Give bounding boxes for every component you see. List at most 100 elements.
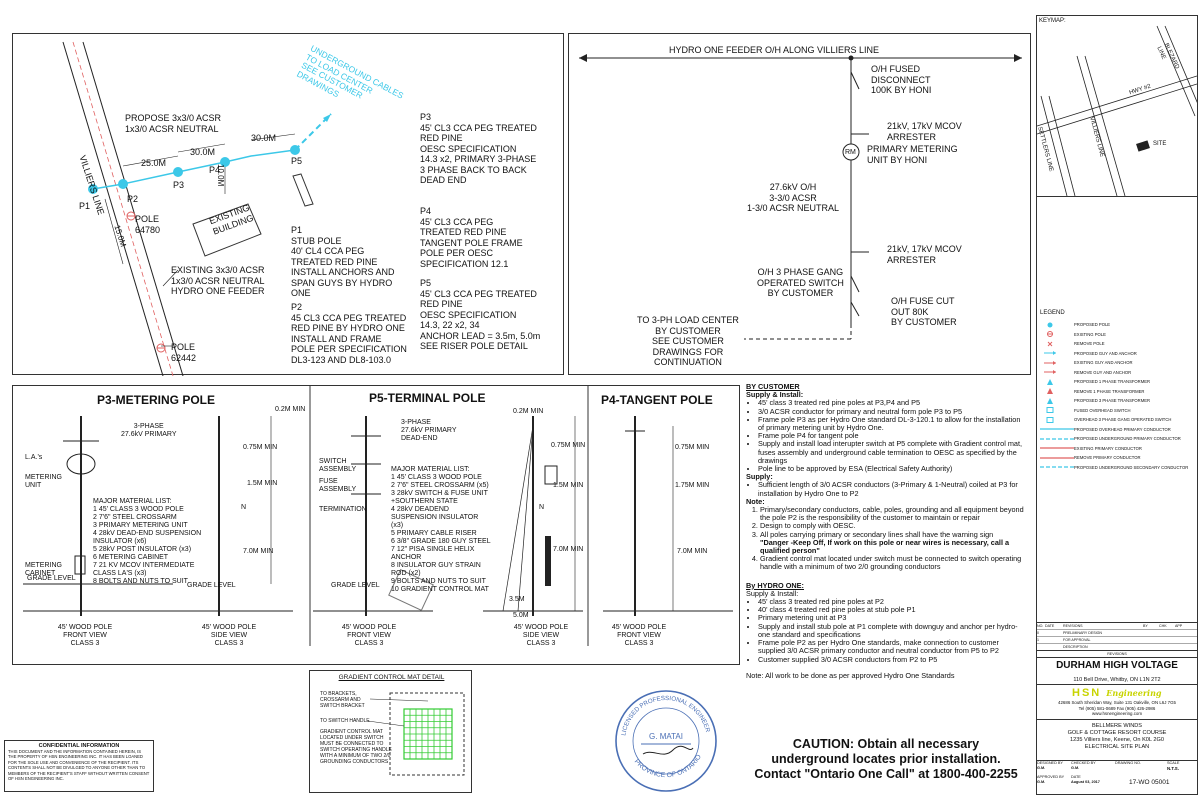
legend-item-label: PROPOSED GUY AND ANCHOR — [1074, 350, 1137, 356]
p3-dim-4: 7.0M MIN — [243, 548, 274, 555]
p3-metering-unit: METERING UNIT — [25, 474, 62, 489]
fused-disconnect-label: O/H FUSED DISCONNECT 100K BY HONI — [871, 64, 932, 95]
supply-items: Sufficient length of 3/0 ACSR conductors… — [746, 481, 1028, 498]
p5-dim-2: 1.5M MIN — [553, 482, 584, 489]
pole-62442: POLE 62442 — [171, 342, 197, 363]
confidential-title: CONFIDENTIAL INFORMATION — [38, 743, 120, 749]
gradient-mat-panel: GRADIENT CONTROL MAT DETAIL TO BRACKETS,… — [309, 670, 472, 793]
by-hydro-heading: By HYDRO ONE: — [746, 580, 804, 590]
hydro-items: 45' class 3 treated red pine poles at P2… — [746, 597, 1028, 664]
arrester-1-label: 21kV, 17kV MCOV ARRESTER — [887, 121, 962, 142]
dim-30b: 30.0M — [251, 133, 277, 143]
drawing-no-top: DRAWING NO. — [1115, 761, 1142, 765]
revision-description-row: DESCRIPTION — [1037, 643, 1197, 650]
list-item: Gradient control mat located under switc… — [760, 555, 1028, 572]
hydro-supply-heading: Supply & Install: — [746, 588, 799, 598]
legend-item-label: REMOVE 1 PHASE TRANSFORMER — [1074, 388, 1145, 394]
legend-item: REMOVE PRIMARY CONDUCTOR — [1040, 453, 1196, 463]
keymap-site: SITE — [1153, 141, 1167, 147]
legend-symbol-icon — [1040, 321, 1074, 329]
existing-feeder: EXISTING 3x3/0 ACSR 1x3/0 ACSR NEUTRAL H… — [171, 265, 265, 296]
legend-symbol-icon — [1040, 425, 1074, 433]
pole-label-p2: P2 — [127, 194, 139, 204]
final-note: Note: All work to be done as per approve… — [746, 670, 955, 680]
list-item: Frame pole P4 for tangent pole — [758, 432, 1028, 440]
legend-item: FUSED OVERHEAD SWITCH — [1040, 406, 1196, 416]
legend-item: PROPOSED UNDERGROUND PRIMARY CONDUCTOR — [1040, 434, 1196, 444]
list-item: Customer supplied 3/0 ACSR conductors fr… — [758, 655, 1028, 664]
list-item: Frame pole P2 as per Hydro One standards… — [758, 638, 1028, 655]
p5-description: P5 45' CL3 CCA PEG TREATED RED PINE OESC… — [420, 278, 541, 351]
hsn-logo: HSN Engineering — [1072, 687, 1162, 699]
p3-las: L.A.'s — [25, 454, 43, 461]
legend-item-label: PROPOSED 3 PHASE TRANSFORMER — [1074, 398, 1151, 404]
legend-item-label: EXISTING GUY AND ANCHOR — [1074, 360, 1133, 366]
list-item: 3/0 ACSR conductor for primary and neutr… — [758, 407, 1028, 416]
legend-item-label: PROPOSED 1 PHASE TRANSFORMER — [1074, 379, 1151, 385]
legend-item: PROPOSED GUY AND ANCHOR — [1040, 349, 1196, 359]
legend-item-label: REMOVE PRIMARY CONDUCTOR — [1074, 455, 1141, 461]
legend-symbol-icon — [1040, 416, 1074, 424]
keymap-divider — [1036, 196, 1198, 197]
p3-dim-0: 0.2M MIN — [275, 406, 306, 413]
legend-item: PROPOSED POLE — [1040, 320, 1196, 330]
rm-label: RM — [845, 149, 856, 156]
legend-item: REMOVE 1 PHASE TRANSFORMER — [1040, 387, 1196, 397]
legend-item: EXISTING POLE — [1040, 330, 1196, 340]
p4-dim-0: 0.75M MIN — [675, 444, 710, 451]
p5-dim-5: 3.5M — [509, 596, 525, 603]
title-divider-1 — [1036, 684, 1198, 685]
legend-symbol-icon — [1040, 330, 1074, 338]
firm-address: 42686 South Sheridan Way, Suite 131 Oakv… — [1058, 700, 1176, 717]
legend-item-label: PROPOSED UNDERGROUND SECONDARY CONDUCTOR — [1074, 464, 1189, 470]
conductor-label: 27.6kV O/H 3-3/0 ACSR 1-3/0 ACSR NEUTRAL — [747, 182, 840, 213]
note-heading: Note: — [746, 496, 765, 506]
list-item: Primary metering unit at P3 — [758, 614, 1028, 622]
gang-switch-label: O/H 3 PHASE GANG OPERATED SWITCH BY CUST… — [757, 267, 844, 298]
legend-item-label: REMOVE GUY AND ANCHOR — [1074, 369, 1132, 375]
p5-material-list: MAJOR MATERIAL LIST: 1 45' CLASS 3 WOOD … — [391, 466, 491, 593]
p3-side-grade: GRADE LEVEL — [187, 582, 236, 589]
p3-metering-cabinet: METERING CABINET — [25, 562, 62, 577]
legend-symbol-icon — [1040, 454, 1074, 462]
project-title: BELLMERE WINDS GOLF & COTTAGE RESORT COU… — [1067, 723, 1167, 750]
legend-symbol-icon — [1040, 463, 1074, 471]
legend-item: PROPOSED OVERHEAD PRIMARY CONDUCTOR — [1040, 425, 1196, 435]
p3-dim-1: 0.75M MIN — [243, 444, 278, 451]
p5-dim-0: 0.2M MIN — [513, 408, 544, 415]
p5-dim-3: N — [539, 504, 545, 511]
confidential-box: CONFIDENTIAL INFORMATION THIS DOCUMENT A… — [4, 740, 154, 792]
legend-item: PROPOSED 3 PHASE TRANSFORMER — [1040, 396, 1196, 406]
metering-label: PRIMARY METERING UNIT BY HONI — [867, 144, 958, 165]
legend-symbol-icon — [1040, 397, 1074, 405]
title-divider-3 — [1036, 760, 1198, 761]
keymap-label: KEYMAP: — [1039, 18, 1066, 24]
p3-title: P3-METERING POLE — [97, 393, 216, 407]
site-plan-panel: UNDERGROUND CABLES TO LOAD CENTER SEE CU… — [12, 33, 564, 376]
legend-item-label: PROPOSED OVERHEAD PRIMARY CONDUCTOR — [1074, 426, 1171, 432]
p3-grade-level: GRADE LEVEL — [27, 575, 76, 582]
to-switch-handle: TO SWITCH HANDLE — [320, 718, 370, 724]
site-plan-drawing — [62, 41, 332, 376]
pole-details-drawing — [23, 386, 733, 646]
dim-25: 25.0M — [141, 158, 167, 168]
p5-title: P5-TERMINAL POLE — [369, 391, 486, 405]
p5-switch-assembly: SWITCH ASSEMBLY — [319, 458, 357, 473]
p5-grade-level: GRADE LEVEL — [331, 582, 380, 589]
list-item: 40' class 4 treated red pine poles at st… — [758, 606, 1028, 614]
arrester-2-label: 21kV, 17kV MCOV ARRESTER — [887, 244, 962, 265]
confidential-body: THIS DOCUMENT AND THE INFORMATION CONTAI… — [8, 749, 150, 782]
mat-note: GRADIENT CONTROL MAT LOCATED UNDER SWITC… — [320, 729, 392, 765]
legend-item: PROPOSED UNDERGROUND SECONDARY CONDUCTOR — [1040, 463, 1196, 473]
legend-symbol-icon — [1040, 406, 1074, 414]
to-brackets: TO BRACKETS, CROSSARM AND SWITCH BRACKET — [320, 691, 365, 709]
legend-symbol-icon — [1040, 444, 1074, 452]
